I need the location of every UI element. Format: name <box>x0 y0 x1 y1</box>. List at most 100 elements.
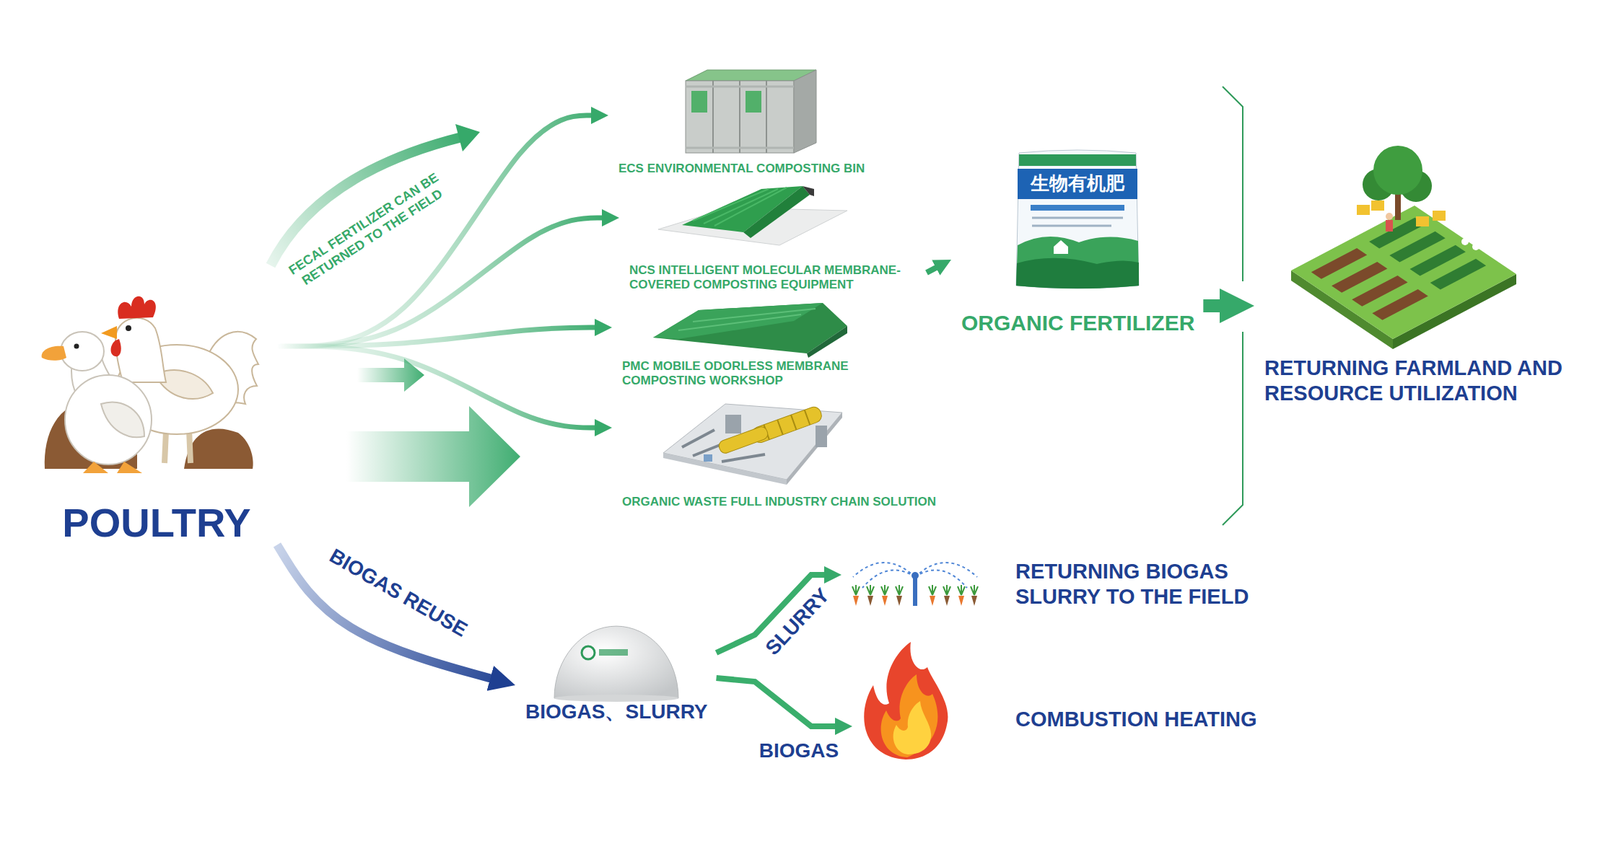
poultry-illustration <box>64 375 152 465</box>
membrane-composting-equipment-illustration <box>692 187 787 226</box>
source-node: POULTRY <box>36 285 278 553</box>
composting-bin-illustration <box>745 90 762 113</box>
poultry-illustration <box>115 318 166 383</box>
poultry-illustration <box>41 346 67 361</box>
farmland-illustration <box>1430 259 1486 291</box>
outcome-node: RETURNING BIOGAS SLURRY TO THE FIELD <box>842 553 1270 623</box>
sprinkler-illustration <box>867 596 978 607</box>
node-caption: RETURNING FARMLAND AND RESOURCE UTILIZAT… <box>1264 355 1575 407</box>
farmland-illustration <box>1373 145 1423 195</box>
fertilizer-bag-illustration <box>1016 150 1139 289</box>
outcome-node: RETURNING FARMLAND AND RESOURCE UTILIZAT… <box>1255 133 1584 413</box>
membrane-workshop-illustration <box>806 326 848 358</box>
package-label: 生物有机肥 <box>1030 172 1125 195</box>
poultry-illustration <box>184 428 254 470</box>
industry-chain-illustration <box>703 454 713 462</box>
fertilizer-bag-illustration <box>1019 154 1136 166</box>
flame-illustration <box>863 642 948 760</box>
biogas-dome-illustration <box>599 649 628 657</box>
sprinkler-illustration <box>912 577 918 607</box>
flow-arrow <box>716 678 843 727</box>
composting-bin-illustration <box>691 90 708 113</box>
industry-chain-illustration <box>717 425 770 456</box>
farmland-illustration <box>1385 220 1393 232</box>
equipment-node: PMC MOBILE ODORLESS MEMBRANE COMPOSTING … <box>613 298 877 395</box>
composting-bin-illustration <box>685 70 817 153</box>
membrane-composting-equipment-illustration <box>802 186 815 197</box>
equipment-node: ORGANIC WASTE FULL INDUSTRY CHAIN SOLUTI… <box>613 395 945 516</box>
farmland-illustration <box>1415 216 1429 227</box>
poultry-illustration <box>74 344 80 350</box>
fertilizer-bag-illustration <box>1017 168 1138 200</box>
industry-chain-illustration <box>815 425 828 448</box>
fertilizer-bag-illustration <box>1053 240 1069 255</box>
biogas-dome-illustration <box>554 626 679 699</box>
poultry-illustration <box>111 339 122 357</box>
fecal-arrow <box>455 124 480 152</box>
poultry-illustration <box>41 296 259 474</box>
fertilizer-bag-illustration <box>1016 150 1139 289</box>
node-caption: RETURNING BIOGAS SLURRY TO THE FIELD <box>1015 559 1261 610</box>
flame-illustration <box>863 642 948 760</box>
industry-chain-illustration <box>663 404 843 480</box>
biogas-dome-illustration <box>554 626 679 703</box>
node-caption: ECS ENVIRONMENTAL COMPOSTING BIN <box>618 161 865 177</box>
fertilizer-bag-illustration <box>1016 258 1139 289</box>
membrane-workshop-illustration <box>678 308 816 331</box>
poultry-illustration <box>125 325 132 332</box>
farmland-illustration <box>1432 210 1446 221</box>
flame-illustration <box>881 674 939 758</box>
flow-arrow <box>277 346 602 428</box>
illustration-space <box>862 642 1016 762</box>
illustration-space <box>851 559 1016 618</box>
flame-illustration <box>893 701 932 755</box>
composting-bin-illustration <box>793 70 817 153</box>
outcome-node: COMBUSTION HEATING <box>853 636 1266 768</box>
flow-arrow <box>1203 299 1234 313</box>
biogas-dome-illustration <box>581 646 595 660</box>
membrane-workshop-illustration <box>653 303 848 358</box>
membrane-composting-equipment-illustration <box>658 186 848 246</box>
poultry-illustration <box>60 331 104 371</box>
farmland-illustration <box>1461 238 1469 246</box>
arrow-annotation: FECAL FERTILIZER CAN BE RETURNED TO THE … <box>280 166 456 296</box>
flow-arrow <box>277 327 602 347</box>
flow-arrow <box>926 264 942 273</box>
farmland-illustration <box>1385 212 1393 221</box>
biogas-node: BIOGAS、SLURRY <box>516 622 717 731</box>
poultry-illustration <box>82 461 143 474</box>
membrane-composting-equipment-illustration <box>743 186 810 239</box>
node-caption: PMC MOBILE ODORLESS MEMBRANE COMPOSTING … <box>622 359 868 389</box>
equipment-node: ECS ENVIRONMENTAL COMPOSTING BIN <box>609 63 874 182</box>
poultry-illustration <box>101 326 117 340</box>
sprinkler-illustration <box>852 585 978 596</box>
composting-bin-illustration <box>713 80 767 153</box>
flow-arrow-decoration <box>346 358 521 508</box>
farmland-illustration <box>1291 205 1517 340</box>
node-caption: BIOGAS、SLURRY <box>525 700 708 725</box>
fertilizer-bag-illustration <box>1030 204 1125 211</box>
flow-arrow <box>277 115 599 347</box>
node-caption: POULTRY <box>62 500 251 547</box>
sprinkler-illustration <box>911 572 919 580</box>
industry-chain-illustration <box>663 453 787 485</box>
equipment-node: NCS INTELLIGENT MOLECULAR MEMBRANE-COVER… <box>620 181 927 299</box>
farmland-illustration <box>1371 200 1385 211</box>
flow-arrow-decoration <box>346 406 521 508</box>
industry-chain-illustration <box>725 414 742 434</box>
farmland-illustration <box>1472 243 1480 251</box>
edge-label: BIOGAS <box>759 739 839 764</box>
connector-group <box>277 115 1234 727</box>
membrane-workshop-illustration <box>653 303 823 340</box>
poultry-illustration <box>117 296 156 319</box>
node-caption: ORGANIC FERTILIZER <box>961 310 1195 337</box>
node-caption: ORGANIC WASTE FULL INDUSTRY CHAIN SOLUTI… <box>622 495 937 510</box>
sprinkler-illustration <box>852 562 978 607</box>
flow-arrow <box>277 544 501 682</box>
farmland-illustration <box>1291 145 1517 350</box>
composting-bin-illustration <box>685 80 794 153</box>
flow-arrow <box>277 217 610 347</box>
